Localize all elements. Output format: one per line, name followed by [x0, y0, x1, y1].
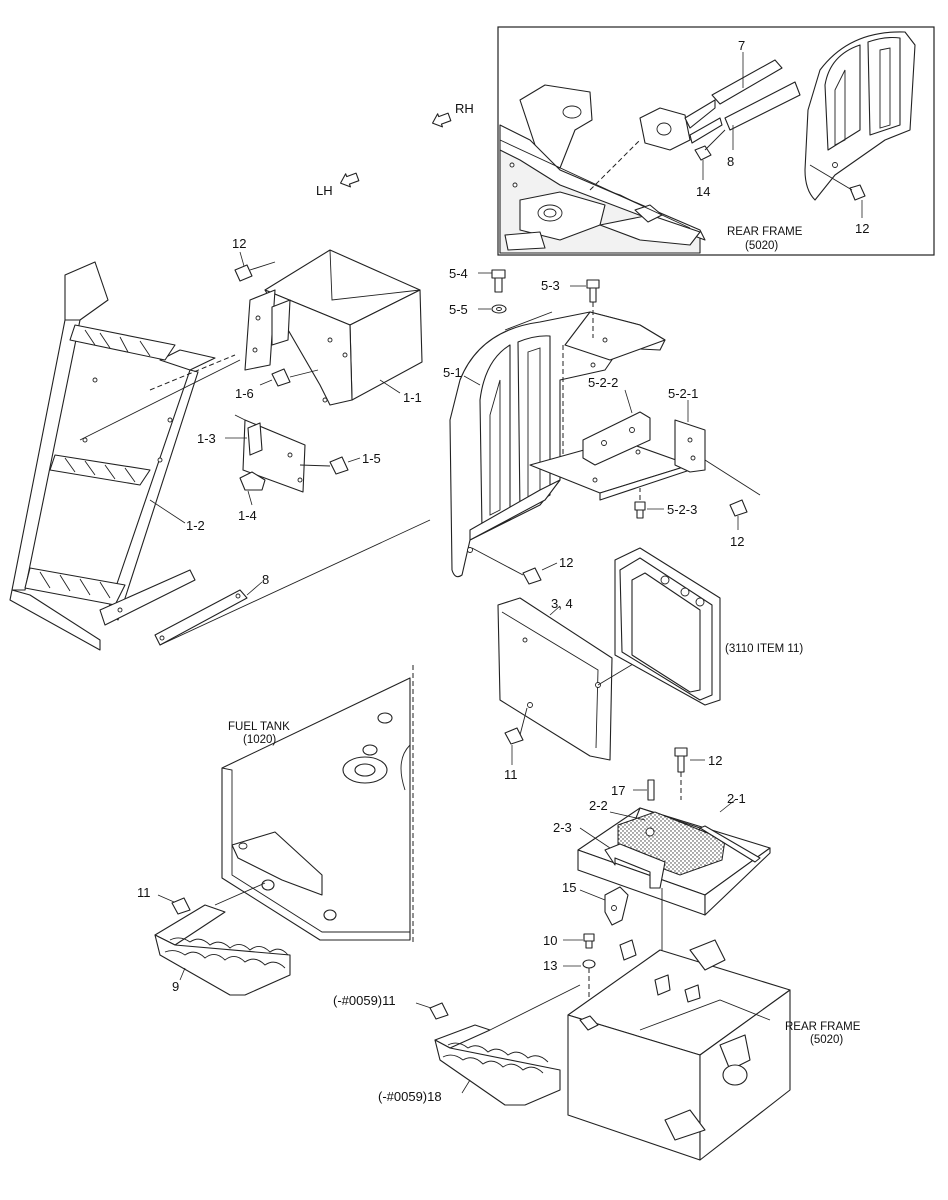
label-1-4: 1-4 — [238, 508, 257, 523]
direction-rh: RH — [431, 101, 474, 128]
rear-frame-inset: 7 8 14 12 REAR FRAME (5020) — [497, 26, 935, 256]
label-2-1: 2-1 — [727, 791, 746, 806]
label-lh: LH — [316, 183, 333, 198]
rear-frame-bot-code: (5020) — [810, 1034, 843, 1046]
label-12-b: 12 — [730, 534, 744, 549]
fuel-tank-code: (1020) — [243, 734, 276, 746]
label-5-5: 5-5 — [449, 302, 468, 317]
label-18: (-#0059)18 — [378, 1089, 442, 1104]
bolt-part-12-inset — [809, 164, 866, 201]
label-12-d: 12 — [708, 753, 722, 768]
label-8-inset: 8 — [727, 154, 734, 169]
bolt-part-11-step — [171, 897, 191, 915]
ladder-part-1-2 — [9, 261, 241, 651]
fuel-tank-name: FUEL TANK — [228, 721, 290, 733]
bolt-part-12-lid — [674, 747, 688, 800]
label-13: 13 — [543, 958, 557, 973]
label-11-c: (-#0059)11 — [333, 993, 396, 1008]
fuel-tank-1020 — [221, 665, 414, 945]
step-part-9 — [154, 879, 291, 996]
label-5-3: 5-3 — [541, 278, 560, 293]
label-2-3: 2-3 — [553, 820, 572, 835]
bracket-part-7 — [589, 59, 783, 191]
battery-box-rear-frame — [567, 939, 791, 1161]
plate-part-8 — [154, 519, 431, 646]
latch-part-15 — [604, 886, 629, 926]
label-12-a: 12 — [232, 236, 246, 251]
label-5-2-3: 5-2-3 — [667, 502, 697, 517]
label-1-6: 1-6 — [235, 386, 254, 401]
label-5-2-1: 5-2-1 — [668, 386, 698, 401]
label-rh: RH — [455, 101, 474, 116]
label-3110-item-11: (3110 ITEM 11) — [725, 643, 803, 655]
bolt-part-14 — [694, 129, 726, 161]
bracket-part-5-2-1 — [529, 419, 761, 501]
label-1-5: 1-5 — [362, 451, 381, 466]
bolt-part-5-4 — [491, 269, 506, 293]
washer-part-5-5 — [491, 304, 553, 331]
label-12-c: 12 — [559, 555, 573, 570]
plate-part-1-3 — [234, 414, 306, 493]
bolt-part-12-fender — [471, 547, 542, 585]
label-9: 9 — [172, 979, 179, 994]
label-7: 7 — [738, 38, 745, 53]
label-10: 10 — [543, 933, 557, 948]
bracket-part-5-2-2 — [582, 411, 651, 466]
label-14: 14 — [696, 184, 710, 199]
label-15: 15 — [562, 880, 576, 895]
label-12-inset: 12 — [855, 221, 869, 236]
label-1-2: 1-2 — [186, 518, 205, 533]
handle-part-2-3 — [604, 843, 666, 889]
rear-frame-top-name: REAR FRAME — [727, 226, 803, 238]
label-3-4: 3, 4 — [551, 596, 573, 611]
direction-lh: LH — [316, 172, 360, 198]
bolt-part-5-3 — [586, 279, 600, 338]
label-1-1: 1-1 — [403, 390, 422, 405]
bolt-part-11-step-18 — [429, 1002, 449, 1020]
bracket-part-1-4 — [239, 471, 266, 491]
inset-fender — [804, 31, 916, 201]
label-5-2-2: 5-2-2 — [588, 375, 618, 390]
bolt-part-5-2-3 — [634, 488, 646, 519]
box-part-1-1 — [244, 249, 423, 406]
rear-frame-top-code: (5020) — [745, 240, 778, 252]
rear-frame-bot-name: REAR FRAME — [785, 1021, 861, 1033]
label-1-3: 1-3 — [197, 431, 216, 446]
bolt-part-10 — [583, 933, 595, 949]
label-11-a: 11 — [504, 767, 518, 782]
bolt-part-1-5 — [299, 456, 349, 475]
inset-frame-structure — [499, 84, 706, 254]
radiator-frame-3110 — [614, 547, 721, 706]
label-17: 17 — [611, 783, 625, 798]
label-2-2: 2-2 — [589, 798, 608, 813]
bolt-part-12-bracket — [729, 499, 748, 517]
label-11-b: 11 — [137, 885, 151, 900]
label-8: 8 — [262, 572, 269, 587]
bolt-part-1-6 — [271, 368, 319, 387]
bolt-part-11-plate — [504, 727, 524, 745]
bolt-part-12-box — [234, 261, 276, 282]
washer-part-13 — [582, 959, 596, 1025]
pin-part-17 — [647, 779, 655, 801]
plate-part-8-inset — [724, 81, 801, 131]
label-5-1: 5-1 — [443, 365, 462, 380]
step-part-18 — [434, 984, 581, 1106]
label-5-4: 5-4 — [449, 266, 468, 281]
